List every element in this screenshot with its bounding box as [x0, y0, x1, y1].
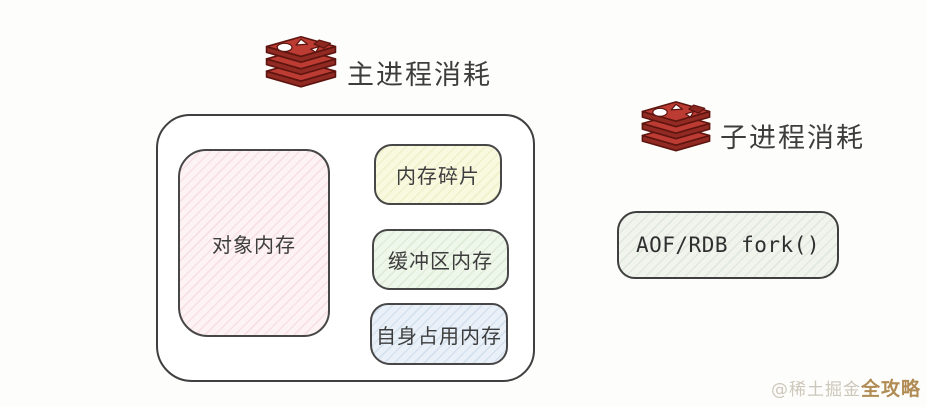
main-process-container: 对象内存 内存碎片 缓冲区内存 自身占用内存 — [156, 114, 535, 382]
memory-fragment-label: 内存碎片 — [396, 164, 480, 188]
redis-stack-icon — [636, 97, 716, 158]
object-memory-box: 对象内存 — [178, 149, 330, 337]
object-memory-label: 对象内存 — [212, 232, 296, 257]
memory-fragment-box: 内存碎片 — [374, 144, 502, 205]
child-process-title: 子进程消耗 — [720, 123, 865, 154]
watermark: @稀土掘金全攻略 — [771, 374, 921, 401]
buffer-memory-label: 缓冲区内存 — [388, 249, 493, 273]
aof-rdb-fork-box: AOF/RDB fork() — [617, 211, 839, 279]
watermark-suffix: 全攻略 — [860, 378, 921, 400]
self-memory-label: 自身占用内存 — [376, 323, 502, 348]
self-memory-box: 自身占用内存 — [370, 303, 508, 365]
redis-stack-icon — [260, 32, 342, 94]
main-process-title: 主进程消耗 — [347, 60, 492, 91]
buffer-memory-box: 缓冲区内存 — [372, 229, 509, 290]
aof-rdb-fork-label: AOF/RDB fork() — [635, 233, 820, 257]
watermark-prefix: @稀土掘金 — [770, 380, 861, 400]
